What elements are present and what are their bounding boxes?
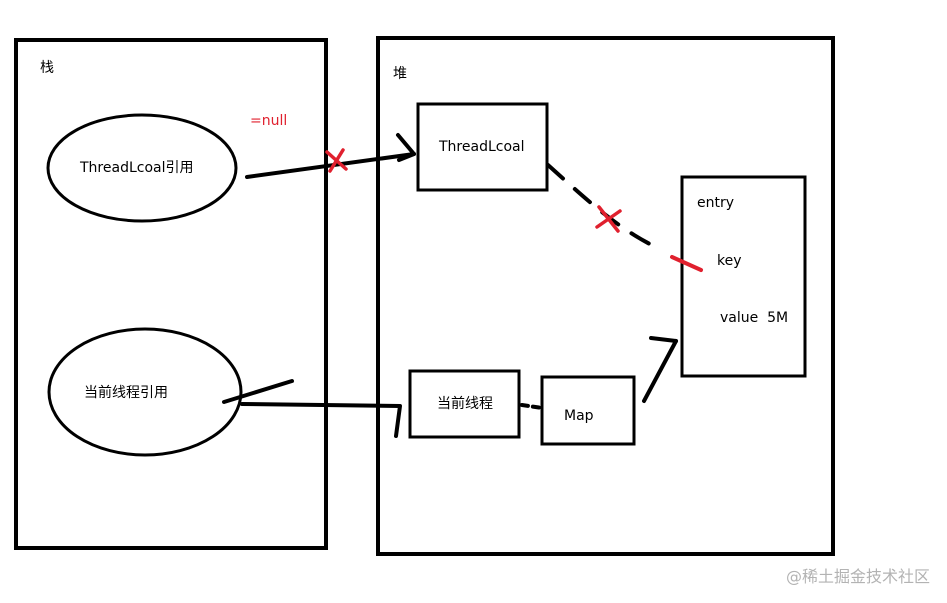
cut-reference-cross-1: [325, 148, 348, 173]
threadlocal-box: [416, 102, 549, 192]
null-label: =null: [250, 113, 287, 129]
key-null-mark: [670, 255, 703, 272]
thread-ref-ellipse: [47, 327, 243, 457]
entry-box: [680, 175, 807, 378]
entry-title: entry: [697, 195, 734, 211]
thread-to-map-line: [520, 403, 544, 410]
thread-ref-label: 当前线程引用: [84, 384, 168, 401]
watermark-text: @稀土掘金技术社区: [786, 567, 930, 586]
current-thread-box: [408, 369, 521, 439]
entry-value: value 5M: [720, 310, 788, 326]
current-thread-label: 当前线程: [437, 395, 493, 412]
threadlocal-ref-label: ThreadLcoal引用: [79, 160, 193, 176]
heap-title: 堆: [393, 66, 407, 82]
map-label: Map: [564, 408, 594, 424]
threadlocal-ref-arrow: [245, 133, 416, 179]
thread-ref-arrow: [222, 379, 402, 438]
map-box: [540, 375, 636, 446]
heap-region: [376, 36, 835, 556]
stack-title: 栈: [40, 60, 54, 76]
weak-reference-line: [546, 163, 664, 252]
stack-region: [14, 38, 328, 550]
cut-reference-cross-2: [595, 205, 622, 233]
entry-key: key: [717, 253, 742, 269]
threadlocal-ref-ellipse: [46, 113, 238, 223]
map-to-entry-arrow: [642, 336, 678, 403]
threadlocal-label: ThreadLcoal: [438, 139, 524, 155]
